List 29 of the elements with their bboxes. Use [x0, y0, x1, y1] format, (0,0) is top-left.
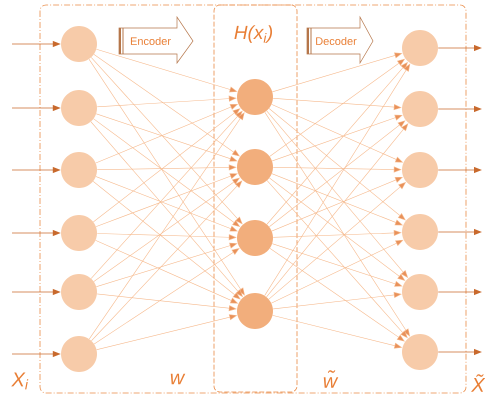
symbol-label: w̃ — [324, 370, 338, 388]
symbol-label: w — [170, 374, 186, 384]
arrow — [268, 108, 406, 220]
neuron-circle — [61, 215, 97, 251]
arrow — [266, 123, 408, 298]
neuron-circle — [402, 91, 438, 127]
layer-box: H(x$_{i}$) — [214, 4, 298, 392]
neuron-circle — [61, 90, 97, 126]
neuron-circle — [402, 274, 438, 310]
arrow — [269, 178, 406, 281]
symbol-label: X̃ — [470, 374, 485, 392]
neuron-circle — [237, 149, 273, 185]
neuron-circle — [402, 30, 438, 66]
neuron-circle — [237, 79, 273, 115]
stage-banner: Encoder — [118, 16, 194, 64]
arrow — [88, 112, 245, 340]
arrow — [90, 110, 243, 279]
neuron-circle — [402, 152, 438, 188]
symbol-label: X$_{i}$ — [11, 372, 28, 390]
neuron-circle — [237, 293, 273, 329]
neuron-circle — [61, 336, 97, 372]
neuron-circle — [61, 152, 97, 188]
neuron-circle — [402, 334, 438, 370]
neuron-circle — [61, 274, 97, 310]
arrow — [266, 180, 408, 338]
neuron-circle — [61, 26, 97, 62]
neuron-circle — [402, 214, 438, 250]
neuron-circle — [237, 220, 273, 256]
stage-banner: Decoder — [306, 16, 374, 64]
